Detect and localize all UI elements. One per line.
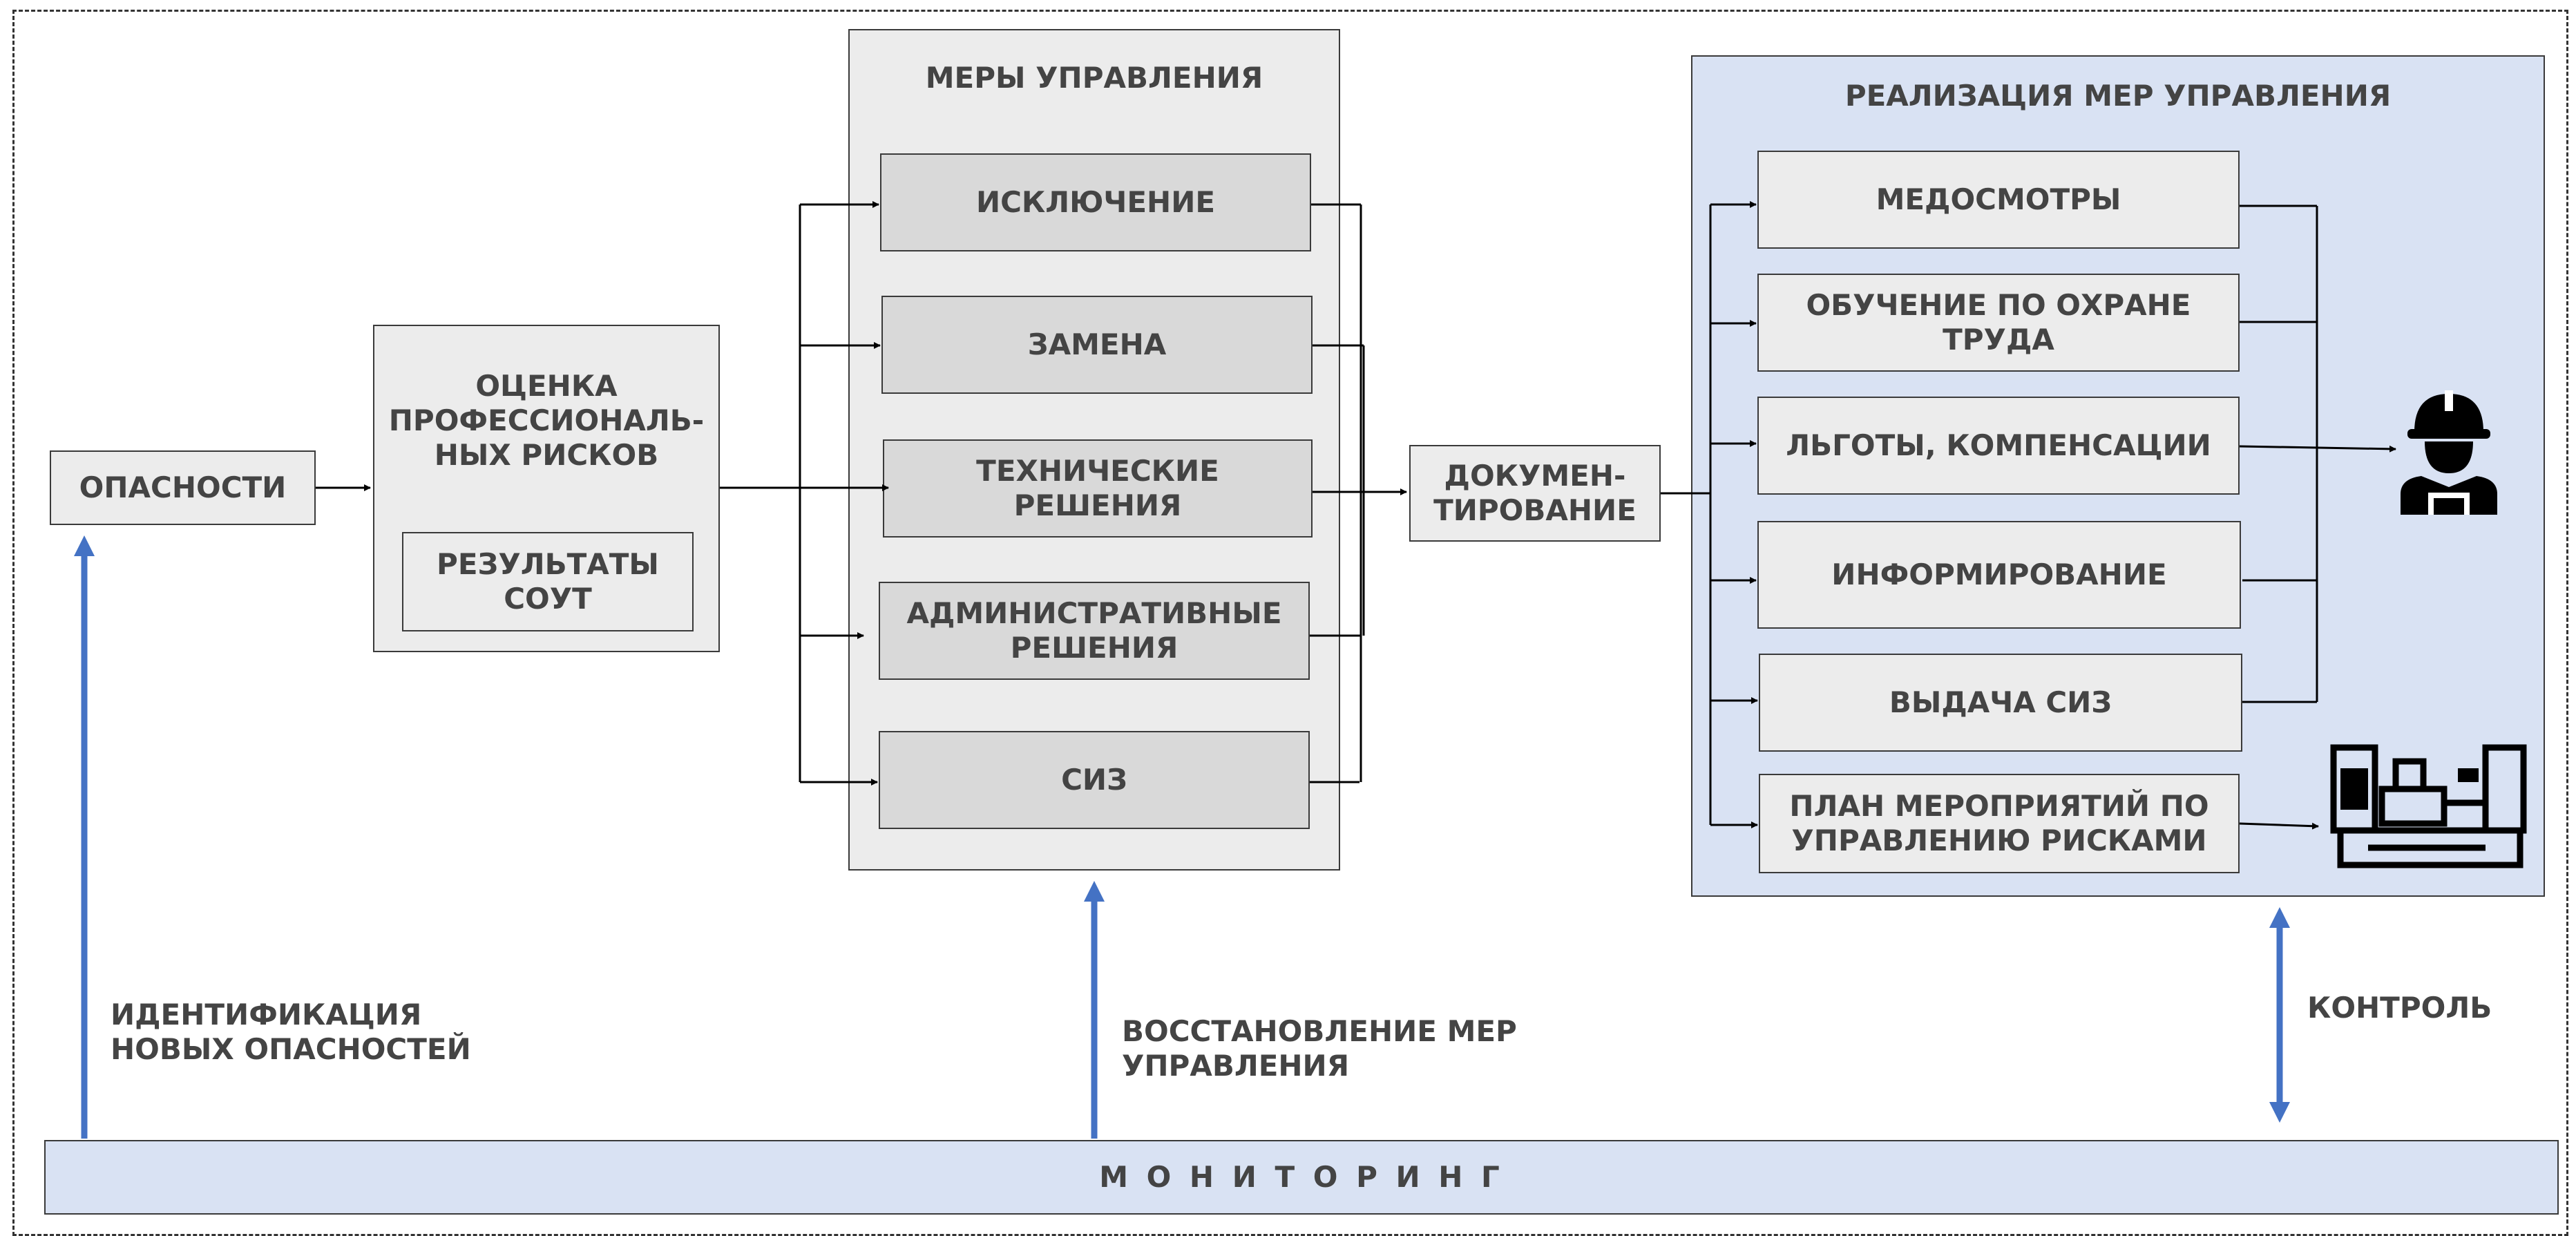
impl-ppe-issue-label: ВЫДАЧА СИЗ (1889, 685, 2112, 719)
risk-assessment-box: ОЦЕНКА ПРОФЕССИОНАЛЬ- НЫХ РИСКОВ РЕЗУЛЬТ… (373, 325, 720, 652)
diagram-frame (12, 10, 2568, 1236)
measure-administrative-label: АДМИНИСТРАТИВНЫЕ РЕШЕНИЯ (906, 596, 1282, 665)
control-measures-title: МЕРЫ УПРАВЛЕНИЯ (925, 61, 1263, 95)
hazards-box: ОПАСНОСТИ (50, 450, 316, 525)
sout-results-label: РЕЗУЛЬТАТЫ СОУТ (437, 547, 659, 616)
documentation-box: ДОКУМЕН- ТИРОВАНИЕ (1409, 445, 1661, 542)
risk-assessment-title: ОЦЕНКА ПРОФЕССИОНАЛЬ- НЫХ РИСКОВ (388, 369, 705, 472)
measure-substitution-label: ЗАМЕНА (1027, 327, 1167, 361)
impl-benefits-box: ЛЬГОТЫ, КОМПЕНСАЦИИ (1757, 397, 2240, 495)
impl-training-box: ОБУЧЕНИЕ ПО ОХРАНЕ ТРУДА (1757, 274, 2240, 372)
measure-ppe-label: СИЗ (1061, 763, 1127, 797)
restoration-label: ВОССТАНОВЛЕНИЕ МЕР УПРАВЛЕНИЯ (1122, 1014, 1517, 1083)
control-label: КОНТРОЛЬ (2307, 991, 2492, 1025)
impl-benefits-label: ЛЬГОТЫ, КОМПЕНСАЦИИ (1786, 428, 2211, 462)
monitoring-label: М О Н И Т О Р И Н Г (1099, 1160, 1504, 1194)
monitoring-bar: М О Н И Т О Р И Н Г (44, 1140, 2559, 1215)
hazards-label: ОПАСНОСТИ (79, 470, 287, 504)
measure-ppe-box: СИЗ (879, 731, 1310, 829)
impl-informing-label: ИНФОРМИРОВАНИЕ (1831, 558, 2167, 591)
measure-substitution-box: ЗАМЕНА (881, 296, 1313, 394)
measure-engineering-label: ТЕХНИЧЕСКИЕ РЕШЕНИЯ (976, 454, 1219, 522)
measure-elimination-label: ИСКЛЮЧЕНИЕ (975, 185, 1216, 219)
measure-administrative-box: АДМИНИСТРАТИВНЫЕ РЕШЕНИЯ (879, 582, 1310, 680)
measure-elimination-box: ИСКЛЮЧЕНИЕ (880, 153, 1311, 251)
impl-medical-box: МЕДОСМОТРЫ (1757, 151, 2240, 249)
worker-icon (2401, 390, 2497, 515)
sout-results-box: РЕЗУЛЬТАТЫ СОУТ (402, 532, 694, 631)
impl-plan-box: ПЛАН МЕРОПРИЯТИЙ ПО УПРАВЛЕНИЮ РИСКАМИ (1759, 774, 2240, 873)
implementation-title: РЕАЛИЗАЦИЯ МЕР УПРАВЛЕНИЯ (1844, 79, 2392, 113)
machine-icon (2330, 744, 2527, 868)
identification-label: ИДЕНТИФИКАЦИЯ НОВЫХ ОПАСНОСТЕЙ (111, 998, 471, 1066)
impl-informing-box: ИНФОРМИРОВАНИЕ (1757, 521, 2241, 629)
documentation-label: ДОКУМЕН- ТИРОВАНИЕ (1433, 459, 1637, 527)
impl-ppe-issue-box: ВЫДАЧА СИЗ (1759, 654, 2242, 752)
impl-training-label: ОБУЧЕНИЕ ПО ОХРАНЕ ТРУДА (1806, 288, 2191, 356)
impl-plan-label: ПЛАН МЕРОПРИЯТИЙ ПО УПРАВЛЕНИЮ РИСКАМИ (1789, 789, 2209, 857)
measure-engineering-box: ТЕХНИЧЕСКИЕ РЕШЕНИЯ (883, 439, 1313, 538)
impl-medical-label: МЕДОСМОТРЫ (1876, 182, 2121, 216)
